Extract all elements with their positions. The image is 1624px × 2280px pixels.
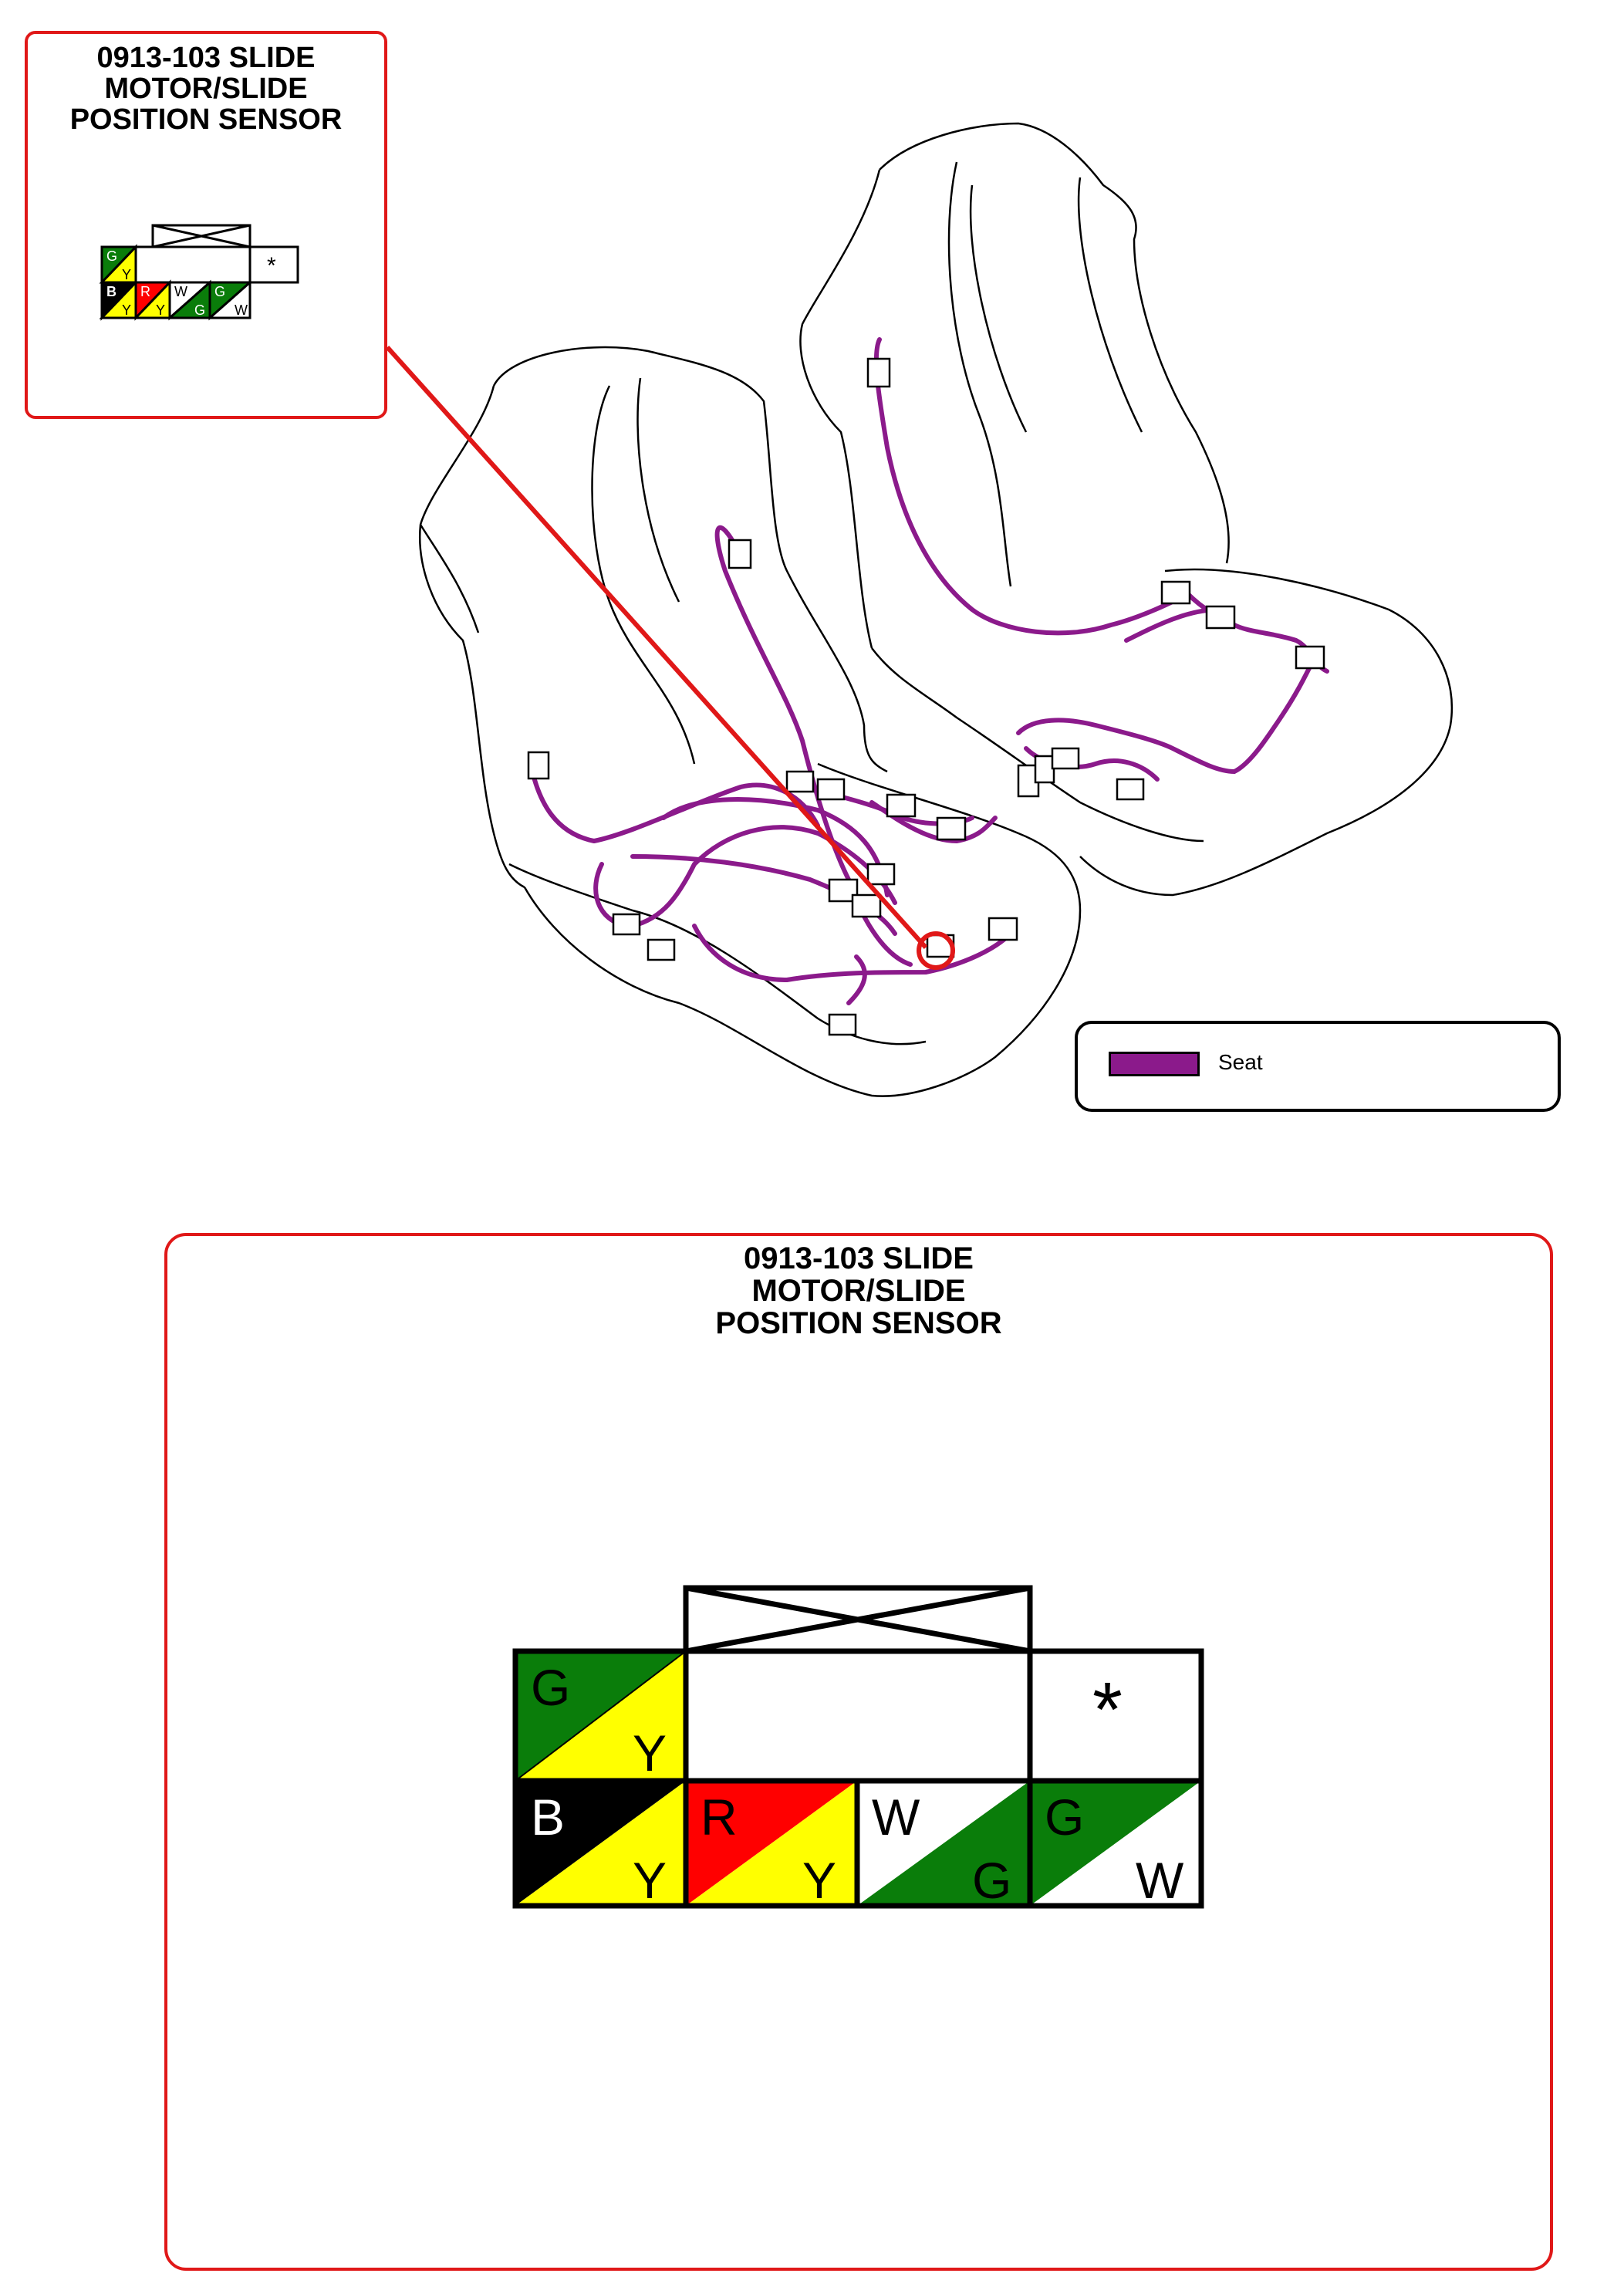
top-callout-title-line-3: POSITION SENSOR bbox=[69, 103, 343, 136]
pin-1-bottom-letter: Y bbox=[633, 1724, 667, 1782]
pin-3-top-letter: R bbox=[701, 1789, 738, 1846]
pin-4-top-letter: W bbox=[872, 1789, 920, 1846]
left-seat-outline bbox=[419, 346, 1082, 1097]
small-pin-2-bottom-letter: Y bbox=[122, 302, 131, 318]
pin-1-top-letter: G bbox=[531, 1659, 570, 1716]
bottom-panel-title-line-2: MOTOR/SLIDE bbox=[751, 1274, 966, 1308]
pin-5-bottom-letter: W bbox=[1136, 1852, 1184, 1909]
pin-empty-cell bbox=[683, 1648, 1033, 1784]
bottom-panel-title: 0913-103 SLIDE MOTOR/SLIDE POSITION SENS… bbox=[167, 1242, 1550, 1339]
legend-label: Seat bbox=[1218, 1050, 1263, 1074]
seat-harness-wires bbox=[530, 337, 1329, 1005]
small-pin-3-bottom-letter: Y bbox=[156, 302, 165, 318]
pin-2-bottom-letter: Y bbox=[633, 1852, 667, 1909]
pin-asterisk-symbol: * bbox=[1092, 1667, 1123, 1753]
top-callout-box: 0913-103 SLIDE MOTOR/SLIDE POSITION SENS… bbox=[25, 31, 387, 419]
small-pin-4-bottom-letter: G bbox=[194, 302, 205, 318]
callout-pointer bbox=[385, 345, 955, 970]
pin-5-top-letter: G bbox=[1045, 1789, 1084, 1846]
bottom-panel-title-line-1: 0913-103 SLIDE bbox=[744, 1241, 974, 1275]
top-callout-title-line-2: MOTOR/SLIDE bbox=[104, 72, 308, 105]
small-pin-5-bottom-letter: W bbox=[235, 302, 248, 318]
small-pin-1-bottom-letter: Y bbox=[122, 267, 131, 282]
legend-box: Seat bbox=[1075, 1021, 1561, 1112]
pin-2-top-letter: B bbox=[531, 1789, 565, 1846]
small-pin-2-top-letter: B bbox=[106, 284, 116, 299]
top-callout-title: 0913-103 SLIDE MOTOR/SLIDE POSITION SENS… bbox=[28, 42, 384, 136]
legend-swatch bbox=[1109, 1052, 1200, 1076]
pin-3-bottom-letter: Y bbox=[802, 1852, 836, 1909]
seats-illustration bbox=[385, 122, 1453, 1097]
pin-asterisk-cell bbox=[1027, 1648, 1204, 1784]
small-pin-3-top-letter: R bbox=[140, 284, 150, 299]
large-connector-diagram: G Y * B Y R Y W G G W bbox=[512, 1585, 1204, 1909]
pin-4-bottom-letter: G bbox=[972, 1852, 1011, 1909]
small-connector-diagram: G Y * B Y R Y W G G W bbox=[99, 224, 299, 321]
small-pin-asterisk: * bbox=[267, 253, 276, 279]
bottom-panel-title-line-3: POSITION SENSOR bbox=[715, 1306, 1002, 1340]
small-pin-5-top-letter: G bbox=[214, 284, 225, 299]
top-callout-title-line-1: 0913-103 SLIDE bbox=[96, 42, 316, 74]
seat-connector-blocks bbox=[527, 357, 1325, 1036]
small-pin-1-top-letter: G bbox=[106, 248, 117, 264]
bottom-connector-panel: 0913-103 SLIDE MOTOR/SLIDE POSITION SENS… bbox=[164, 1233, 1553, 2271]
small-pin-4-top-letter: W bbox=[174, 284, 187, 299]
right-seat-outline bbox=[799, 122, 1453, 897]
